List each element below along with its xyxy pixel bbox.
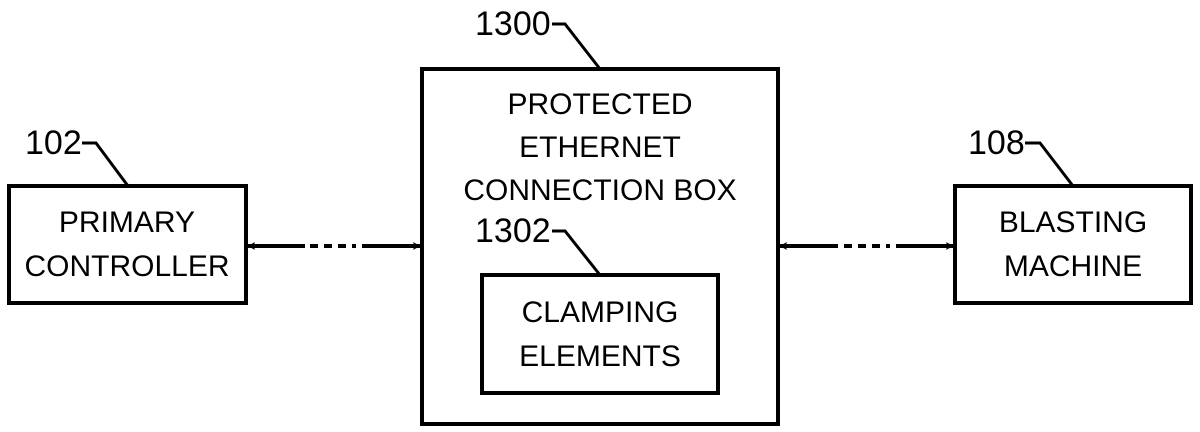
clamping-elements-label-line2: ELEMENTS xyxy=(519,340,681,373)
connection-box-ref-number: 1300 xyxy=(475,5,551,43)
clamping-elements-ref-number: 1302 xyxy=(475,212,551,250)
clamping-elements-leader-line xyxy=(552,229,602,276)
blasting-machine-ref-number: 108 xyxy=(968,124,1025,162)
connection-box-block: PROTECTED ETHERNET CONNECTION BOX 1300 C… xyxy=(420,5,780,426)
clamping-elements-block: CLAMPING ELEMENTS 1302 xyxy=(475,212,720,395)
connection-box-label-line2: ETHERNET xyxy=(519,131,681,164)
primary-controller-label-line2: CONTROLLER xyxy=(24,250,229,283)
blasting-machine-box xyxy=(953,184,1193,305)
connection-box-leader-line xyxy=(552,22,602,70)
clamping-elements-label-line1: CLAMPING xyxy=(522,296,679,329)
blasting-machine-label-line2: MACHINE xyxy=(1004,250,1142,283)
primary-controller-leader-line xyxy=(82,141,130,187)
blasting-machine-leader-line xyxy=(1025,141,1075,187)
clamping-elements-box xyxy=(480,273,720,395)
connection-box-label-line1: PROTECTED xyxy=(507,88,692,121)
blasting-machine-label-line1: BLASTING xyxy=(999,206,1147,239)
primary-controller-ref-number: 102 xyxy=(25,124,82,162)
primary-controller-label-line1: PRIMARY xyxy=(59,206,195,239)
blasting-machine-block: BLASTING MACHINE 108 xyxy=(953,124,1193,305)
primary-controller-block: PRIMARY CONTROLLER 102 xyxy=(7,124,248,305)
primary-controller-box xyxy=(7,184,248,305)
connection-box-label-line3: CONNECTION BOX xyxy=(463,174,736,207)
